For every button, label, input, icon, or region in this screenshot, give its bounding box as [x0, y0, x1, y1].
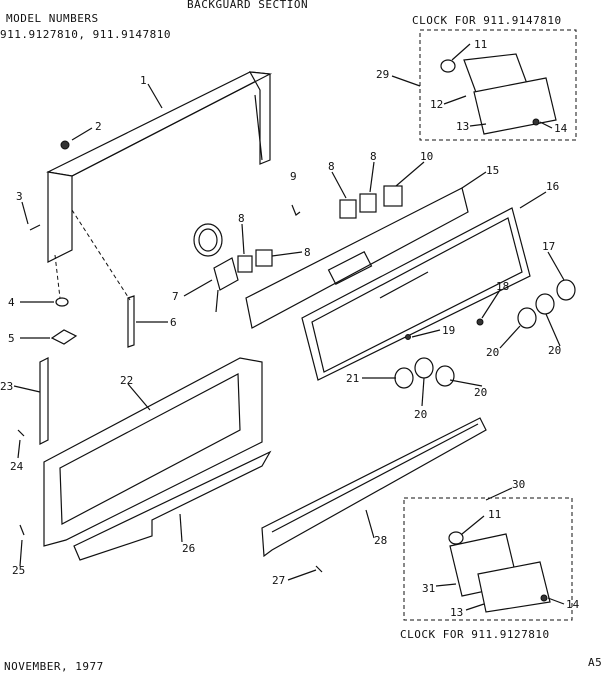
knob-icon: [414, 357, 434, 379]
clock-lens-icon: [477, 561, 551, 613]
footer-date: NOVEMBER, 1977: [4, 660, 104, 673]
callout-19: 19: [442, 324, 455, 337]
bracket-icon: [50, 329, 78, 345]
knob-icon: [517, 307, 537, 329]
bottom-inset-caption: CLOCK FOR 911.9127810: [400, 628, 550, 641]
callout-23: 23: [0, 380, 13, 393]
clock-knob-icon: [448, 531, 464, 545]
callout-20a: 20: [486, 346, 499, 359]
callout-11a: 11: [474, 38, 487, 51]
callout-28: 28: [374, 534, 387, 547]
knob-icon: [435, 365, 455, 387]
screw-icon: [405, 334, 411, 340]
top-clock-inset: [419, 29, 577, 141]
strap-icon: [127, 295, 135, 348]
top-inset-caption: CLOCK FOR 911.9147810: [412, 14, 562, 27]
timer-switch: [193, 223, 239, 313]
backguard-cover: [46, 71, 273, 263]
model-values: 911.9127810, 911.9147810: [0, 28, 171, 41]
callout-8d: 8: [370, 150, 377, 163]
callout-14a: 14: [554, 122, 568, 135]
knob-icon: [535, 293, 555, 315]
switch-icon: [237, 255, 253, 273]
callout-5: 5: [8, 332, 15, 345]
callout-8a: 8: [238, 212, 245, 225]
callout-1: 1: [140, 74, 147, 87]
knob-icon: [394, 367, 414, 389]
screw-icon: [19, 524, 25, 536]
bottom-shelf: [73, 450, 272, 561]
callout-20b: 20: [548, 344, 561, 357]
callout-30: 30: [512, 478, 525, 491]
screw-icon: [60, 140, 70, 150]
callout-11b: 11: [488, 508, 501, 521]
washer-icon: [55, 297, 69, 307]
diagram-title: BACKGUARD SECTION: [187, 0, 309, 11]
callout-20d: 20: [474, 386, 487, 399]
callout-2: 2: [95, 120, 102, 133]
callout-10: 10: [420, 150, 433, 163]
switch-icon: [339, 199, 357, 219]
callout-27: 27: [272, 574, 285, 587]
callout-31: 31: [422, 582, 435, 595]
callout-9: 9: [290, 170, 297, 183]
screw-icon: [532, 118, 540, 126]
callout-15: 15: [486, 164, 499, 177]
callout-8c: 8: [328, 160, 335, 173]
callout-7: 7: [172, 290, 179, 303]
callout-13b: 13: [450, 606, 463, 619]
callout-4: 4: [8, 296, 15, 309]
clock-knob-icon: [440, 59, 456, 73]
callout-3: 3: [16, 190, 23, 203]
callout-20c: 20: [414, 408, 427, 421]
callout-16: 16: [546, 180, 559, 193]
callout-22: 22: [120, 374, 133, 387]
callout-6: 6: [170, 316, 177, 329]
lower-trim: [261, 417, 487, 558]
screw-icon: [17, 429, 25, 437]
callout-29: 29: [376, 68, 389, 81]
trim-frame: [301, 207, 531, 381]
callout-13a: 13: [456, 120, 469, 133]
bottom-clock-inset: [403, 497, 573, 621]
rear-panel: [43, 357, 263, 547]
callout-14b: 14: [566, 598, 580, 611]
switch-icon: [359, 193, 377, 213]
control-panel: [245, 187, 469, 329]
screw-icon: [29, 224, 41, 231]
callout-18: 18: [496, 280, 509, 293]
clip-icon: [291, 204, 301, 216]
terminal-block-icon: [383, 185, 403, 207]
callout-21: 21: [346, 372, 359, 385]
callout-26: 26: [182, 542, 195, 555]
callout-24: 24: [10, 460, 24, 473]
model-label: MODEL NUMBERS: [6, 12, 99, 25]
switch-icon: [255, 249, 273, 267]
knob-icon: [556, 279, 576, 301]
callout-17: 17: [542, 240, 555, 253]
screw-icon: [540, 594, 548, 602]
screw-icon: [315, 565, 323, 573]
indicator-light-icon: [476, 318, 484, 326]
callout-8b: 8: [304, 246, 311, 259]
callout-12: 12: [430, 98, 443, 111]
side-strip-icon: [39, 357, 49, 445]
footer-page: A5: [588, 656, 603, 669]
callout-25: 25: [12, 564, 25, 577]
